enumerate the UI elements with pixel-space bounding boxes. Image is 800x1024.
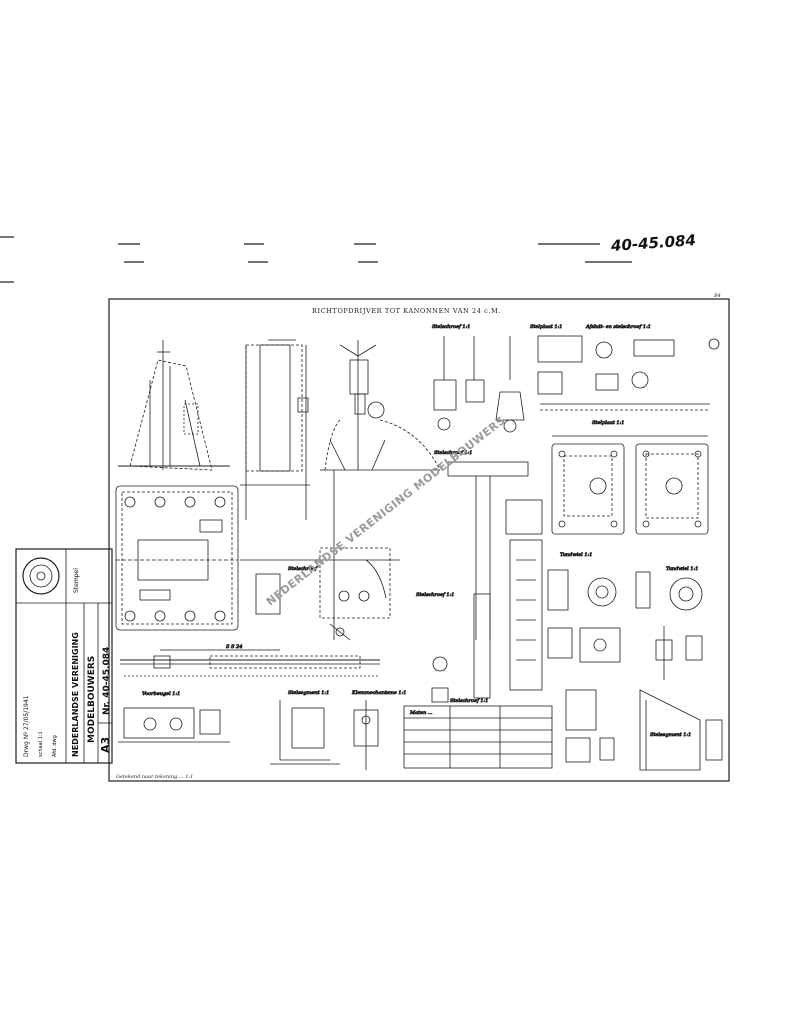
svg-text:Stelschroef 1:1: Stelschroef 1:1 — [432, 324, 470, 330]
svg-text:Stelschroef 1:1: Stelschroef 1:1 — [416, 592, 454, 598]
title-block-sheet-size: A3 — [99, 737, 112, 753]
svg-text:Klemmechanisme 1:1: Klemmechanisme 1:1 — [351, 690, 406, 696]
drawing-frame — [108, 298, 730, 782]
right-gear-parts: Tandwiel 1:1 Tandwiel 1:1 — [547, 552, 703, 611]
vertical-column-assembly — [240, 339, 310, 520]
horizontal-shaft-elevation: S S 24 — [120, 644, 380, 677]
right-plate-drawings: Stelplaat 1:1 — [551, 420, 709, 535]
bottom-detail-2: Stelsegment 1:1 — [270, 690, 340, 765]
reference-number: 40-45.084 — [609, 231, 696, 255]
svg-text:Maten ...: Maten ... — [409, 710, 433, 716]
svg-text:Stelplaat 1:1: Stelplaat 1:1 — [592, 420, 624, 426]
organisation-logo-icon — [22, 557, 60, 595]
svg-text:Stelschroef 1:1: Stelschroef 1:1 — [450, 698, 488, 704]
svg-text:Stelsegment 1:1: Stelsegment 1:1 — [650, 732, 691, 738]
scan-registration-marks — [0, 236, 632, 283]
bottom-detail-1: Voorbeugel 1:1 — [118, 691, 230, 743]
svg-text:Stelschroef 1:1: Stelschroef 1:1 — [434, 450, 472, 456]
svg-text:Stelplaat 1:1: Stelplaat 1:1 — [530, 324, 562, 330]
drawing-title: RICHTOPDRIJVER TOT KANONNEN VAN 24 c.M. — [312, 307, 501, 315]
title-block-field-3: Afd. dwg — [52, 735, 58, 757]
svg-text:Tandwiel 1:1: Tandwiel 1:1 — [560, 552, 592, 558]
svg-text:Stelschroef: Stelschroef — [288, 566, 318, 572]
right-top-parts: Stelplaat 1:1 Afsluit- en stelschroef 1:… — [530, 324, 720, 411]
middle-upper-parts: Stelschroef 1:1 — [432, 324, 525, 433]
diagonal-watermark: NEDERLANDSE VERENIGING MODELBOUWERS — [264, 414, 508, 609]
svg-text:Tandwiel 1:1: Tandwiel 1:1 — [666, 566, 698, 572]
middle-lower-parts: Maten ... Stelschroef 1:1 — [403, 656, 553, 769]
title-block-stamp: Stempel — [73, 568, 80, 593]
title-block-org-line-2: MODELBOUWERS — [87, 656, 97, 743]
title-block-field-1: Drwg Nº 27/05/1941 — [23, 695, 30, 757]
bottom-detail-3: Klemmechanisme 1:1 — [351, 690, 407, 770]
svg-text:S S 24: S S 24 — [226, 644, 242, 650]
svg-text:Afsluit- en stelschroef 1:1: Afsluit- en stelschroef 1:1 — [585, 324, 651, 330]
svg-text:Voorbeugel 1:1: Voorbeugel 1:1 — [142, 691, 180, 697]
svg-text:Stelsegment 1:1: Stelsegment 1:1 — [288, 690, 329, 696]
side-elevation-bracket — [118, 340, 230, 471]
footer-note: Getekend naar tekening ... 1:1 — [116, 774, 193, 780]
title-block-field-2: schaal 1:1 — [38, 731, 44, 757]
sheet-mark: B4 — [713, 293, 721, 299]
lower-housing-plan — [115, 485, 239, 631]
title-block: Stempel Drwg Nº 27/05/1941 schaal 1:1 Af… — [15, 548, 113, 764]
gun-sight-mount — [320, 340, 441, 471]
middle-vertical-shaft: Stelschroef 1:1 Stelschroef 1:1 — [416, 450, 543, 699]
right-lower-parts: Stelsegment 1:1 — [547, 626, 723, 771]
title-block-sheet-number: Nr. 40-45.084 — [102, 647, 112, 715]
central-mechanism: Stelschroef — [240, 470, 400, 641]
title-block-org-line-1: NEDERLANDSE VERENIGING — [71, 632, 80, 757]
